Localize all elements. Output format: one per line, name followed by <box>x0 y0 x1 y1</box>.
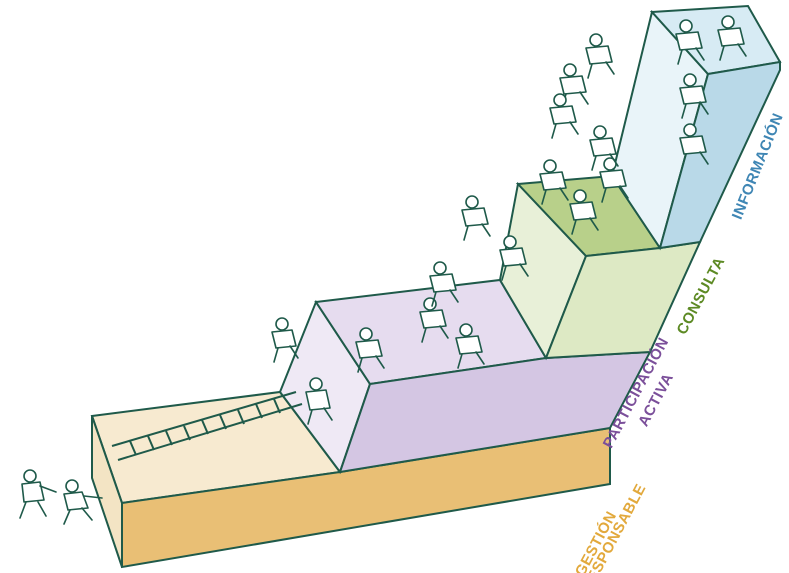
person-icon <box>462 196 490 240</box>
person-icon <box>20 470 56 518</box>
person-icon <box>586 34 614 78</box>
person-icon <box>550 94 578 138</box>
